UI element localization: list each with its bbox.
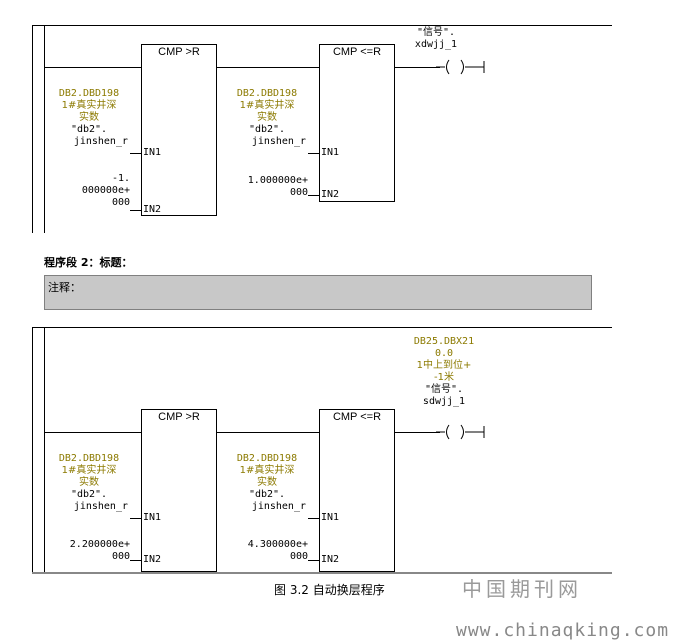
pin-in1: IN1 (143, 147, 162, 158)
pin-in2: IN2 (143, 554, 162, 565)
coil-symbol[interactable] (436, 58, 486, 76)
operand-comment: 1#真实井深 (61, 100, 117, 111)
network-left-border (32, 327, 33, 572)
operand-symbol: "db2". (70, 124, 108, 135)
coil-sym-line1: "信号". (416, 27, 456, 38)
power-rail (44, 25, 45, 233)
wire (395, 67, 440, 68)
in2-line: 4.300000e+ (247, 539, 308, 550)
pin-stub (130, 560, 141, 561)
pin-in2: IN2 (321, 189, 340, 200)
block-title: CMP <=R (332, 411, 382, 423)
in2-line: 1.000000e+ (247, 175, 308, 186)
pin-in2: IN2 (143, 204, 162, 215)
in2-line: 000 (289, 551, 308, 562)
cmp-le-block[interactable]: CMP <=R (319, 409, 395, 572)
pin-in1: IN1 (321, 147, 340, 158)
network-bottom-border (32, 572, 612, 574)
coil-icon (436, 59, 485, 75)
operand-symbol: jinshen_r (251, 501, 306, 512)
block-title: CMP >R (158, 411, 200, 423)
cmp-le-block[interactable]: CMP <=R (319, 44, 395, 202)
in2-line: 000 (289, 187, 308, 198)
wire (217, 67, 319, 68)
coil-comment: 1中上到位+ (416, 360, 472, 371)
operand-address: DB2.DBD198 (236, 88, 298, 99)
pin-stub (130, 153, 141, 154)
pin-stub (130, 518, 141, 519)
pin-stub (130, 210, 141, 211)
operand-symbol: jinshen_r (73, 136, 128, 147)
operand-comment: 1#真实井深 (239, 100, 295, 111)
operand-symbol: "db2". (70, 489, 108, 500)
coil-address: 0.0 (434, 348, 454, 359)
watermark-url: www.chinaqking.com (456, 620, 670, 641)
in1-operand: DB2.DBD198 1#真实井深 实数 "db2". jinshen_r (226, 453, 308, 513)
in2-line: -1. (111, 173, 130, 184)
coil-operand: DB25.DBX21 0.0 1中上到位+ -1米 "信号". sdwjj_1 (400, 336, 488, 408)
operand-comment: 1#真实井深 (239, 465, 295, 476)
wire (395, 432, 440, 433)
coil-sym-line1: "信号". (424, 384, 464, 395)
operand-symbol: jinshen_r (251, 136, 306, 147)
wire (217, 432, 319, 433)
operand-comment: 实数 (79, 477, 99, 488)
coil-symbol-name: "信号". xdwjj_1 (396, 27, 476, 51)
block-title: CMP >R (158, 46, 200, 58)
in2-line: 000 (111, 197, 130, 208)
network-left-border (32, 25, 33, 233)
coil-comment: -1米 (434, 372, 454, 383)
comment-field[interactable]: 注释： (44, 275, 592, 310)
operand-comment: 1#真实井深 (61, 465, 117, 476)
operand-address: DB2.DBD198 (58, 88, 120, 99)
in2-operand: 2.200000e+ 000 (54, 539, 130, 563)
in2-operand: 1.000000e+ 000 (232, 175, 308, 199)
in1-operand: DB2.DBD198 1#真实井深 实数 "db2". jinshen_r (226, 88, 308, 148)
operand-address: DB2.DBD198 (236, 453, 298, 464)
pin-in1: IN1 (143, 512, 162, 523)
coil-symbol[interactable] (436, 423, 486, 441)
pin-in2: IN2 (321, 554, 340, 565)
in2-line: 000 (111, 551, 130, 562)
cmp-gt-block[interactable]: CMP >R (141, 44, 217, 216)
pin-in1: IN1 (321, 512, 340, 523)
power-rail (44, 327, 45, 572)
comment-label: 注释： (48, 281, 81, 294)
operand-symbol: "db2". (248, 489, 286, 500)
pin-stub (308, 560, 319, 561)
operand-symbol: "db2". (248, 124, 286, 135)
network-top-border (32, 327, 612, 328)
in2-line: 000000e+ (81, 185, 130, 196)
wire (44, 67, 141, 68)
in2-operand: 4.300000e+ 000 (232, 539, 308, 563)
pin-stub (308, 195, 319, 196)
coil-sym-line2: xdwjj_1 (414, 39, 458, 50)
network-top-border (32, 25, 612, 26)
segment-title: 程序段 2：标题： (44, 256, 133, 269)
operand-comment: 实数 (257, 477, 277, 488)
pin-stub (308, 153, 319, 154)
operand-address: DB2.DBD198 (58, 453, 120, 464)
wire (44, 432, 141, 433)
in2-operand: -1. 000000e+ 000 (60, 173, 130, 209)
pin-stub (308, 518, 319, 519)
figure-caption: 图 3.2 自动换层程序 (274, 583, 385, 597)
operand-symbol: jinshen_r (73, 501, 128, 512)
block-title: CMP <=R (332, 46, 382, 58)
watermark-cn: 中国期刊网 (462, 577, 582, 601)
operand-comment: 实数 (79, 112, 99, 123)
coil-sym-line2: sdwjj_1 (422, 396, 466, 407)
in1-operand: DB2.DBD198 1#真实井深 实数 "db2". jinshen_r (48, 453, 130, 513)
in2-line: 2.200000e+ (69, 539, 130, 550)
cmp-gt-block[interactable]: CMP >R (141, 409, 217, 572)
coil-address: DB25.DBX21 (413, 336, 475, 347)
operand-comment: 实数 (257, 112, 277, 123)
coil-icon (436, 424, 485, 440)
in1-operand: DB2.DBD198 1#真实井深 实数 "db2". jinshen_r (48, 88, 130, 148)
